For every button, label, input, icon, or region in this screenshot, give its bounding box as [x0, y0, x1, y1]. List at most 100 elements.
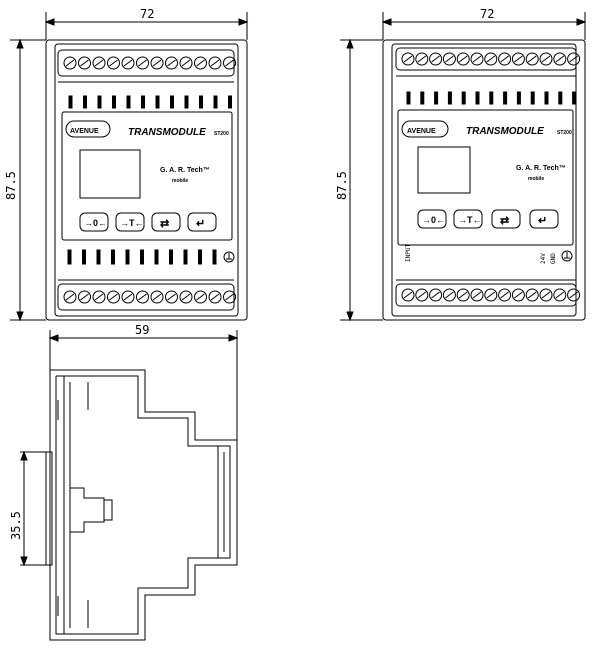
front-view-2 [340, 12, 587, 322]
side-button-cycle-label[interactable]: ⇄ [500, 215, 509, 227]
front-top-screw-icon [78, 56, 91, 70]
front-top-terminal-mark [112, 95, 116, 109]
side-top-terminal-mark [447, 91, 452, 105]
front-top-screw-slot [94, 59, 104, 67]
front-top-screw-icon [208, 56, 222, 70]
front-bottom-terminal-mark [212, 249, 217, 265]
rail-label: 35.5 [9, 511, 23, 540]
side-model: ST200 [557, 130, 572, 136]
front-brand-sub: mobile [172, 178, 188, 184]
front-top-screw-slot [109, 59, 118, 67]
front-bottom-terminal-mark [96, 249, 101, 265]
side-top-screw-icon [553, 52, 567, 66]
front-width-label: 72 [140, 7, 154, 21]
front-bottom-terminal-mark [140, 249, 144, 265]
side-top-terminal-mark [572, 91, 577, 105]
side-top-screw-icon [498, 52, 512, 66]
front-bottom-terminal-mark [67, 249, 72, 265]
side-top-screw-slot [527, 55, 537, 63]
side-bottom-screw-slot [486, 291, 496, 299]
front-bottom-terminal-mark [125, 249, 130, 265]
front-top-screw-icon [194, 56, 207, 70]
side-top-screw-icon [567, 52, 581, 66]
front-top-screw-slot [196, 59, 205, 67]
side-top-screw-slot [555, 55, 565, 63]
front-bottom-screw-slot [94, 293, 104, 301]
side-bottom-screw-slot [417, 291, 427, 299]
front-button-cycle-label[interactable]: ⇄ [160, 218, 169, 230]
front-button-left-label[interactable]: →0← [84, 218, 107, 228]
front-bottom-screw-slot [181, 293, 191, 301]
front-button-right-label[interactable]: →T← [120, 218, 144, 228]
front-bottom-terminal-mark [154, 249, 159, 265]
front-bottom-screw-slot [123, 293, 133, 301]
front-top-screw-slot [152, 59, 162, 67]
front-model: ST200 [214, 131, 229, 137]
front-top-screw-icon [179, 56, 193, 70]
front-bottom-terminal-mark [183, 249, 188, 265]
side-title: TRANSMODULE [466, 126, 544, 137]
front-bottom-terminal-mark [82, 249, 86, 265]
front-button-enter-label[interactable]: ↵ [196, 218, 205, 230]
front-bottom-terminal-mark [111, 249, 115, 265]
front-bottom-screw-slot [196, 293, 205, 301]
side-top-screw-icon [456, 52, 470, 66]
front-top-terminal-mark [141, 95, 145, 109]
side-bottom-screw-icon [456, 288, 470, 302]
side-button-right-label[interactable]: →T← [458, 215, 482, 225]
front-top-screw-slot [167, 59, 176, 67]
side-bottom-screw-icon [525, 288, 539, 302]
front-bottom-screw-icon [150, 290, 164, 304]
side-top-terminal-mark [516, 91, 521, 105]
side-bottom-label-24v: 24V [540, 253, 547, 264]
side-top-screw-slot [431, 55, 440, 63]
side-top-terminal-mark [544, 91, 549, 105]
side-button-left-label[interactable]: →0← [422, 215, 445, 225]
side-bottom-screw-slot [403, 291, 413, 299]
side-bottom-screw-icon [498, 288, 512, 302]
side-bottom-screw-slot [472, 291, 482, 299]
front-bottom-screw-slot [109, 293, 118, 301]
side-bottom-screw-icon [539, 288, 553, 302]
side-top-terminal-mark [461, 91, 466, 105]
front-bottom-screw-icon [78, 290, 91, 304]
side-bottom-screw-icon [553, 288, 567, 302]
front-bottom-terminal-mark [198, 249, 202, 265]
front-top-terminal-mark [184, 95, 189, 109]
side-top-screw-icon [511, 52, 525, 66]
front-top-screw-slot [65, 59, 75, 67]
side-bottom-screw-icon [484, 288, 498, 302]
front-top-screw-icon [121, 56, 135, 70]
front-top-terminal-mark [126, 95, 131, 109]
front-top-screw-icon [92, 56, 106, 70]
side-bottom-screw-icon [511, 288, 525, 302]
front-bottom-screw-icon [179, 290, 193, 304]
side-top-terminal-mark [558, 91, 563, 105]
depth-label: 59 [135, 323, 149, 337]
front-top-terminal-mark [97, 95, 102, 109]
side-top-screw-slot [541, 55, 551, 63]
side-bottom-screw-icon [415, 288, 429, 302]
side-top-screw-icon [484, 52, 498, 66]
side-top-screw-slot [500, 55, 509, 63]
side-top-screw-icon [442, 52, 456, 66]
front-top-screw-icon [107, 56, 120, 70]
front-top-screw-slot [225, 59, 234, 67]
front-bottom-screw-icon [92, 290, 106, 304]
front-top-screw-icon [165, 56, 178, 70]
side-top-screw-icon [525, 52, 539, 66]
side-bottom-screw-icon [401, 288, 415, 302]
side-bottom-screw-slot [458, 291, 468, 299]
front-bottom-screw-slot [167, 293, 176, 301]
side-bottom-screw-icon [567, 288, 581, 302]
side-bottom-screw-slot [541, 291, 551, 299]
side-top-screw-slot [417, 55, 427, 63]
side-top-screw-slot [569, 55, 578, 63]
front-brand-line: G. A. R. Tech™ [160, 167, 210, 174]
side-top-screw-icon [539, 52, 553, 66]
side-logo-text: AVENUE [407, 128, 436, 135]
side-button-enter-label[interactable]: ↵ [538, 215, 547, 227]
front-height-label: 87.5 [4, 171, 18, 200]
side-bottom-screw-icon [470, 288, 484, 302]
side-top-screw-slot [514, 55, 523, 63]
